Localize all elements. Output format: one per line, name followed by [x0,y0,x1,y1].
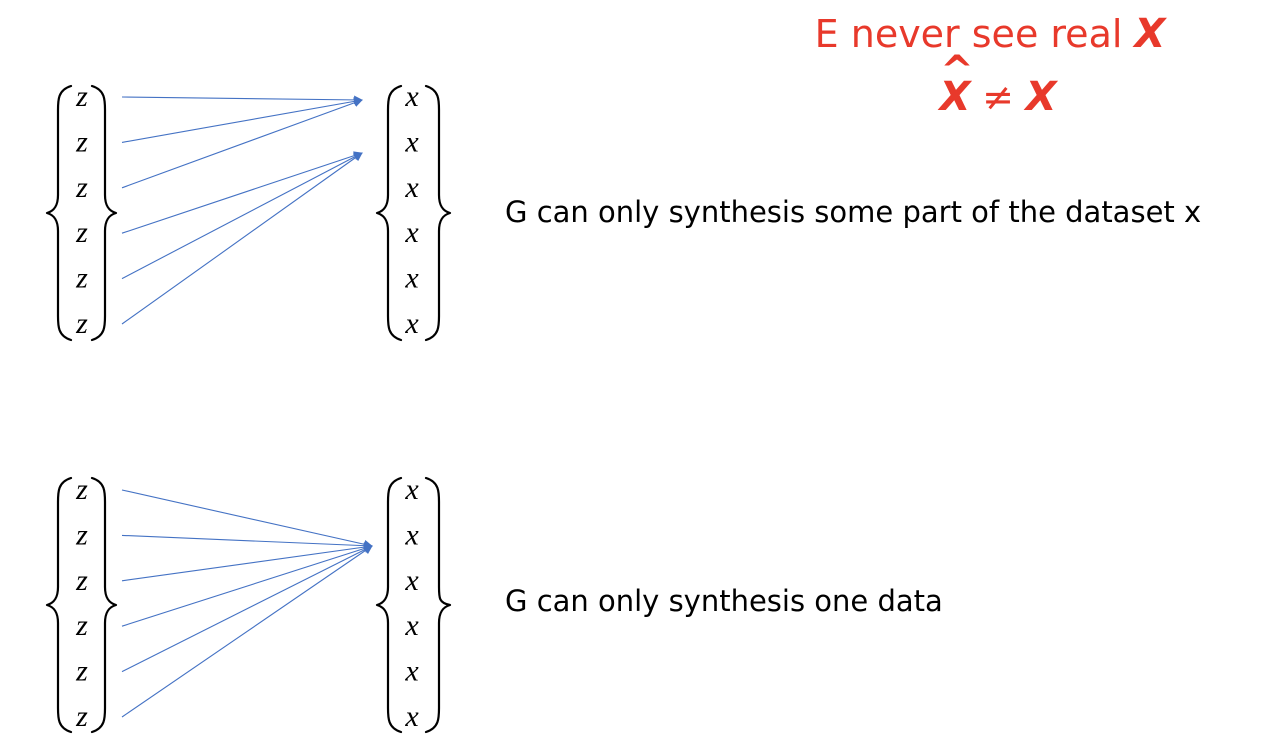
mapping-arrow [121,489,373,549]
mapping-arrow [121,545,373,718]
x-right-brace [424,84,452,342]
x-element: x [404,700,419,733]
z-element: z [75,80,88,113]
z-element: z [75,216,88,249]
mapping-arrow [121,152,363,280]
x-element: x [404,216,419,249]
x-element: x [404,171,419,204]
z-element: z [75,609,88,642]
caption-one-data: G can only synthesis one data [505,584,943,618]
caption-partial: G can only synthesis some part of the da… [505,195,1201,229]
z-element: z [75,307,88,340]
x-element: x [404,307,419,340]
x-element: x [404,473,419,506]
z-element: z [75,564,88,597]
z-element: z [75,171,88,204]
x-element: x [404,609,419,642]
x-element: x [404,80,419,113]
note-hat-mark: ^ [940,48,974,94]
x-left-brace [375,476,403,734]
z-left-brace [45,84,73,342]
z-element: z [75,655,88,688]
x-left-brace [375,84,403,342]
note-line-1: E never see real X [815,11,1168,57]
x-element: x [404,564,419,597]
mapping-arrow [121,542,373,582]
note-x-symbol: X [1023,74,1059,120]
mapping-arrow [121,152,363,325]
arrow-group [121,95,363,325]
mapping-arrow [121,544,373,627]
z-right-brace [90,84,118,342]
mapping-arrow [121,98,363,189]
x-element: x [404,262,419,295]
x-right-brace [424,476,452,734]
z-left-brace [45,476,73,734]
note-x-hat-symbol: X [937,74,973,120]
z-element: z [75,125,88,158]
z-right-brace [90,476,118,734]
mapping-arrow [121,151,363,234]
note-line-1-text: E never see real [815,12,1135,56]
x-element: x [404,518,419,551]
z-element: z [75,700,88,733]
mapping-arrow [121,97,363,143]
note-not-equal: ≠ [982,75,1014,119]
x-element: x [404,655,419,688]
z-element: z [75,262,88,295]
arrow-group [121,489,373,718]
note: E never see real X X ^ ≠ X [815,11,1168,120]
z-element: z [75,518,88,551]
z-element: z [75,473,88,506]
mapping-arrow [121,95,363,105]
mapping-arrow [121,545,373,673]
x-element: x [404,125,419,158]
note-line-1-x: X [1132,11,1168,57]
mapping-arrow [121,534,373,551]
